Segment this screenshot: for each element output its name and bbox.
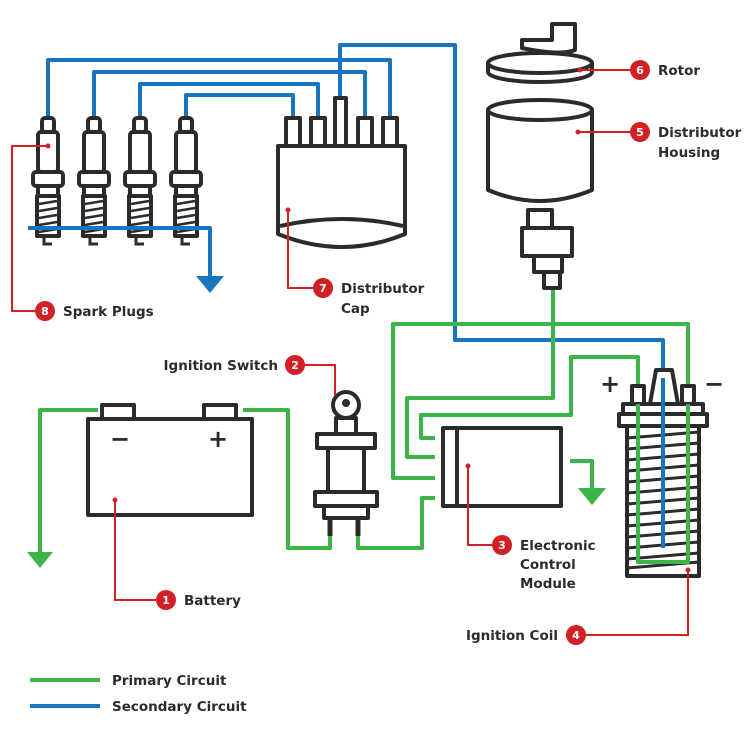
plug1-wire (46, 58, 392, 118)
ecm-label-line3: Module (520, 576, 576, 592)
primary-circuit-wires (27, 290, 690, 568)
distributor-housing-label-line2: Housing (658, 145, 720, 161)
callout-rotor: 6 Rotor (577, 60, 700, 80)
plug-ground-icon (196, 276, 224, 293)
battery-positive-wire (243, 408, 332, 550)
spark-plugs (31, 116, 203, 246)
plug2-wire (92, 70, 367, 118)
callout-ignition-coil: 4 Ignition Coil (466, 567, 691, 645)
legend: Primary Circuit Secondary Circuit (30, 673, 247, 715)
distributor-cap-label-line2: Cap (341, 301, 370, 317)
battery-positive-sign: + (208, 425, 228, 453)
callout-distributor-cap: 7 Distributor Cap (285, 207, 425, 317)
coil-positive-sign: + (600, 370, 620, 398)
callout-distributor-housing: 5 Distributor Housing (575, 122, 742, 161)
coil-negative-sign: − (704, 370, 724, 398)
ecm-label-line1: Electronic (520, 538, 596, 554)
svg-text:7: 7 (319, 282, 327, 295)
callout-battery: 1 Battery (112, 497, 241, 610)
svg-text:3: 3 (498, 539, 506, 552)
distributor-cap (276, 96, 407, 249)
battery-negative-sign: − (110, 425, 130, 453)
battery-ground-icon (27, 552, 53, 568)
legend-primary-label: Primary Circuit (112, 673, 227, 689)
rotor (486, 22, 594, 84)
module-ground-wire (570, 459, 594, 488)
ignition-coil-label: Ignition Coil (466, 628, 558, 644)
battery: − + (86, 403, 254, 517)
ignition-switch[interactable] (313, 390, 379, 536)
callouts: 6 Rotor 5 Distributor Housing 7 Distribu… (11, 60, 742, 645)
battery-ground-wire (38, 408, 98, 552)
plug4-wire (184, 93, 295, 118)
rotor-label: Rotor (658, 63, 700, 79)
svg-text:4: 4 (572, 629, 580, 642)
ecm-label-line2: Control (520, 557, 576, 573)
coil-positive-wire (419, 355, 640, 440)
ignition-coil: + − (600, 368, 724, 578)
distributor-housing (486, 98, 594, 290)
switch-to-module-wire (356, 496, 435, 550)
module-ground-icon (578, 488, 606, 505)
svg-text:6: 6 (636, 64, 644, 77)
coil-negative-wire (391, 322, 690, 480)
spark-plug (31, 116, 65, 246)
spark-plugs-label: Spark Plugs (63, 304, 154, 320)
distributor-signal-wire (405, 290, 555, 459)
electronic-control-module (441, 426, 563, 508)
legend-secondary-label: Secondary Circuit (112, 699, 247, 715)
plug3-wire (138, 82, 320, 118)
svg-text:1: 1 (162, 594, 170, 607)
distributor-cap-label-line1: Distributor (341, 281, 425, 297)
coil-to-cap-wire (338, 43, 665, 378)
callout-electronic-control-module: 3 Electronic Control Module (465, 463, 596, 592)
callout-spark-plugs: 8 Spark Plugs (11, 143, 154, 321)
distributor-housing-label-line1: Distributor (658, 125, 742, 141)
svg-text:2: 2 (291, 359, 299, 372)
svg-text:8: 8 (41, 305, 49, 318)
ignition-switch-label: Ignition Switch (164, 358, 278, 374)
svg-text:5: 5 (636, 126, 644, 139)
callout-ignition-switch: 2 Ignition Switch (164, 355, 336, 395)
battery-label: Battery (184, 593, 241, 609)
